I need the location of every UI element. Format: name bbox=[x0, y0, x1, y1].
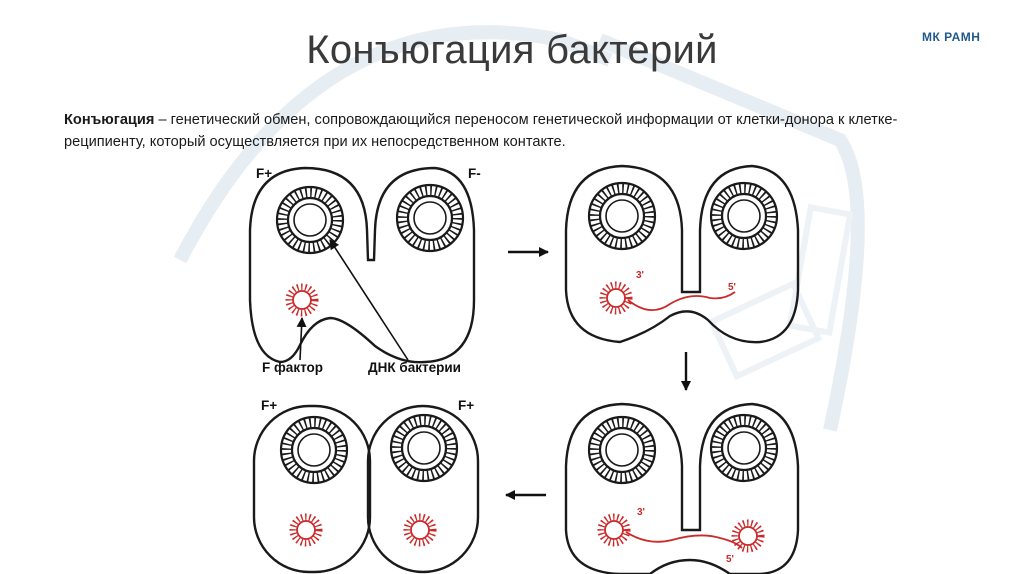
panel-3-left-plasmid bbox=[289, 513, 323, 547]
panel-2-transfer-strand bbox=[627, 291, 736, 311]
panel-3-right-cell bbox=[366, 404, 480, 574]
panel-3-right-nucleoid bbox=[389, 413, 459, 483]
panel-3-left-cell bbox=[252, 404, 372, 574]
label-f-factor: F фактор bbox=[262, 360, 324, 375]
panel-4-transfer-complete bbox=[564, 402, 800, 574]
label-three-prime-top: 3' bbox=[636, 270, 644, 281]
label-f-minus-recipient: F- bbox=[468, 166, 481, 181]
panel-4-right-plasmid bbox=[731, 519, 765, 553]
label-f-plus-right-result: F+ bbox=[458, 398, 475, 413]
label-bacterial-dna: ДНК бактерии bbox=[368, 360, 461, 375]
panel-4-right-nucleoid bbox=[709, 413, 779, 483]
definition-term: Конъюгация bbox=[64, 112, 155, 128]
panel-4-transfer-strand bbox=[625, 531, 743, 549]
panel-1-initial-contact bbox=[248, 166, 476, 364]
panel-4-left-nucleoid bbox=[587, 415, 657, 485]
panel-1-right-nucleoid bbox=[395, 183, 465, 253]
label-f-plus-donor: F+ bbox=[256, 166, 273, 181]
panel-2-cell-outlines bbox=[564, 164, 800, 344]
panel-2-left-nucleoid bbox=[587, 181, 657, 251]
panel-1-cell-outlines bbox=[248, 166, 476, 364]
panel-1-f-factor-plasmid bbox=[285, 283, 319, 317]
panel-2-plasmid bbox=[599, 281, 633, 315]
label-three-prime-bottom: 3' bbox=[637, 507, 645, 518]
label-five-prime-bottom: 5' bbox=[726, 554, 734, 565]
panel-3-left-nucleoid bbox=[279, 415, 349, 485]
definition-paragraph: Конъюгация – генетический обмен, сопрово… bbox=[64, 109, 964, 153]
panel-3-right-plasmid bbox=[403, 513, 437, 547]
label-f-plus-left-result: F+ bbox=[261, 398, 278, 413]
page-title: Конъюгация бактерий bbox=[306, 28, 718, 72]
panel-4-cell-outlines bbox=[564, 402, 800, 574]
panel-1-left-nucleoid bbox=[275, 185, 345, 255]
pointer-bacterial-dna bbox=[329, 239, 409, 361]
panel-2-transfer-start bbox=[564, 164, 800, 344]
panel-3-result bbox=[252, 404, 480, 574]
pointer-f-factor bbox=[296, 317, 307, 361]
definition-text: – генетический обмен, сопровождающийся п… bbox=[64, 112, 898, 150]
panel-4-left-plasmid bbox=[597, 513, 631, 547]
panel-2-right-nucleoid bbox=[709, 181, 779, 251]
brand-logo-text: МК РАМН bbox=[922, 30, 981, 44]
label-five-prime-top: 5' bbox=[728, 282, 736, 293]
